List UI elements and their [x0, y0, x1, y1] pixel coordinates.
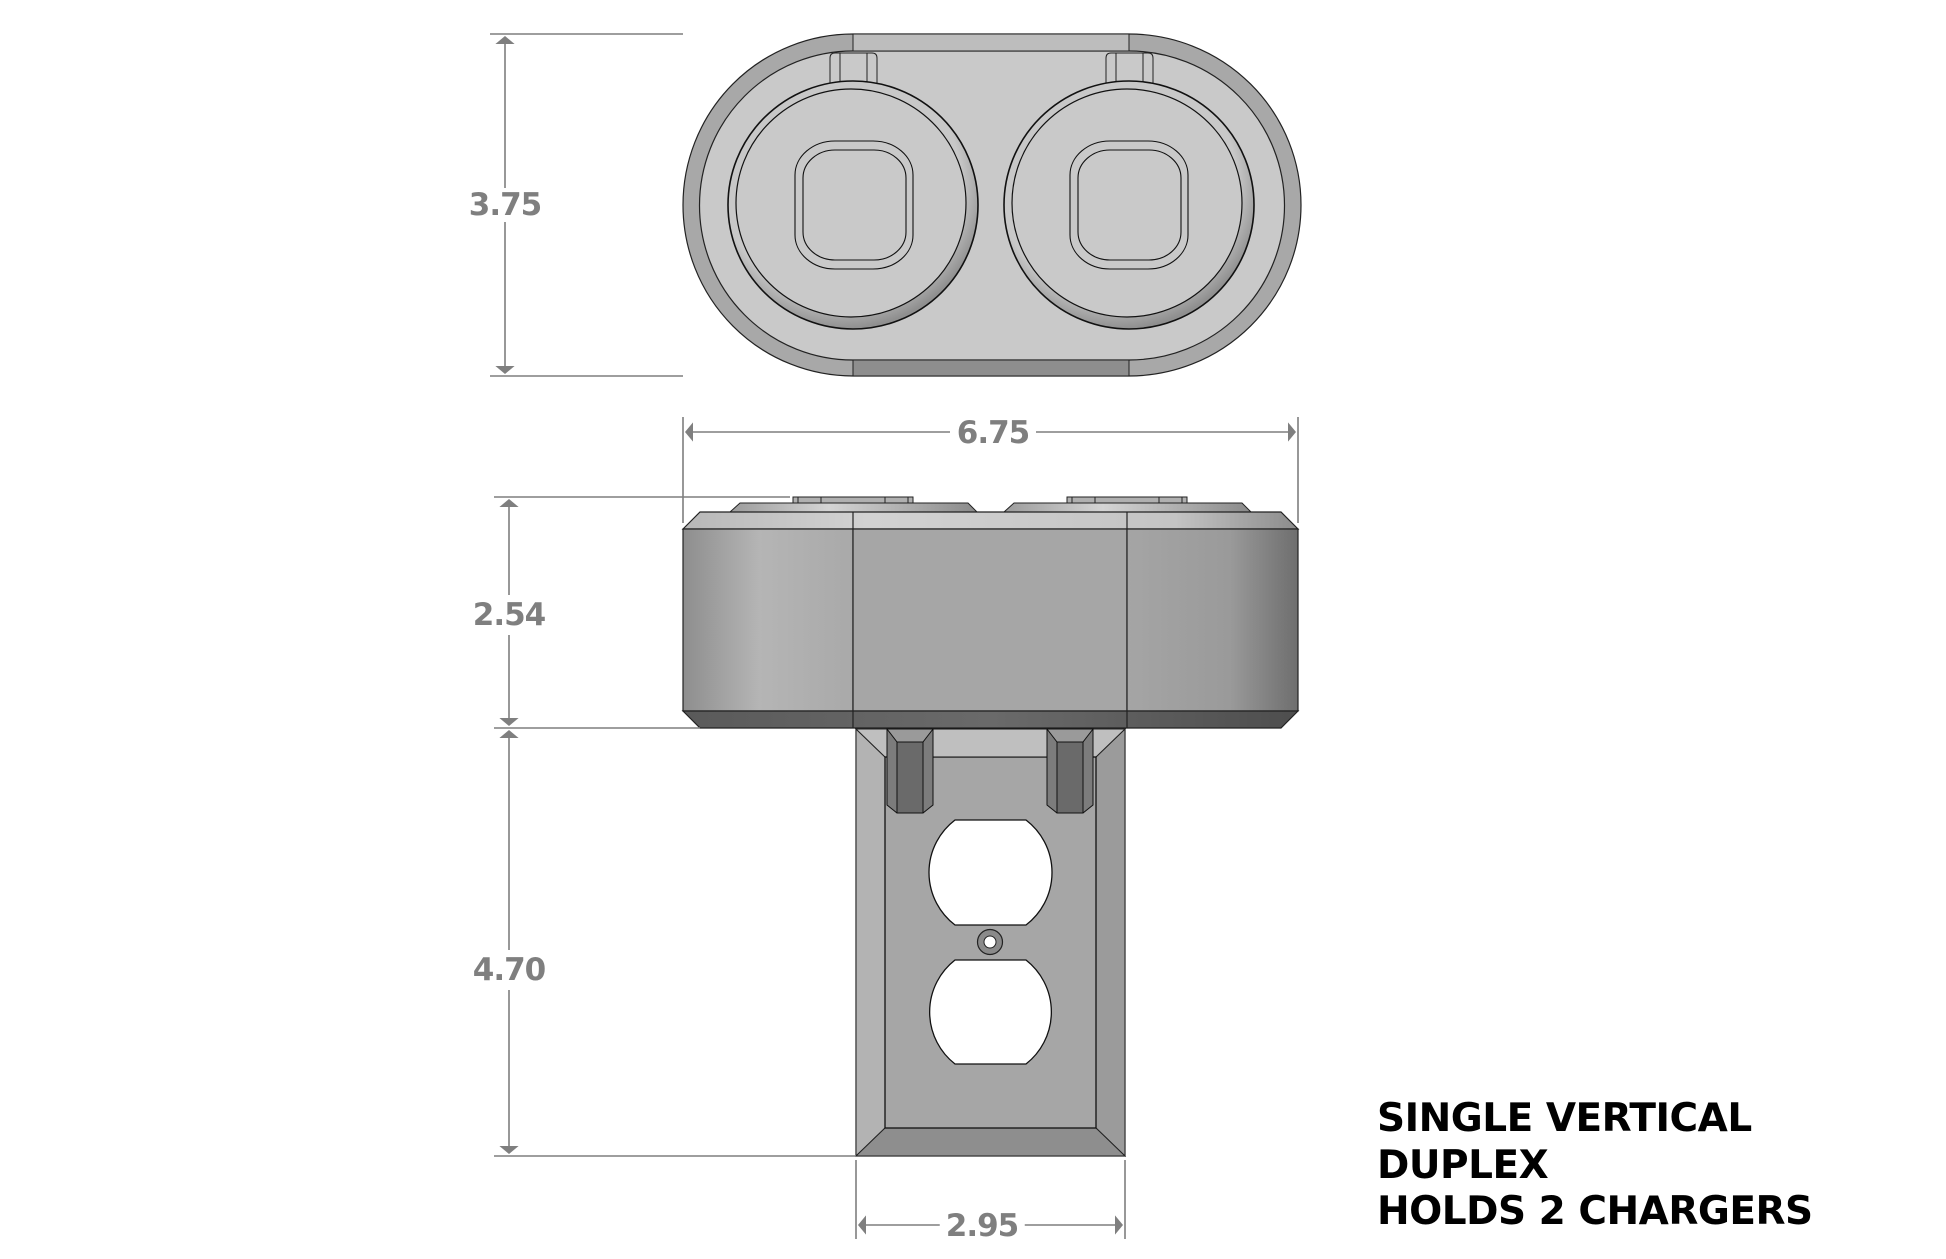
outlet-opening-bottom [928, 959, 1053, 1065]
charger-cup-left [727, 52, 979, 330]
note-line-3: HOLDS 2 CHARGERS [1377, 1189, 1813, 1234]
dimension-overall-width [682, 417, 1299, 523]
dimension-plate-height [494, 730, 856, 1157]
dimension-label-depth: 3.75 [462, 188, 548, 222]
outlet-opening-top [928, 819, 1053, 926]
clip-left [885, 728, 935, 814]
clip-right [1045, 728, 1095, 814]
note-line-2: DUPLEX [1377, 1142, 1549, 1188]
dimension-label-overall-width: 6.75 [950, 416, 1036, 450]
dimension-label-holder-height: 2.54 [466, 598, 552, 632]
note-line-1: SINGLE VERTICAL [1377, 1096, 1752, 1141]
dimension-label-plate-height: 4.70 [466, 953, 552, 987]
dimension-label-plate-width: 2.95 [939, 1209, 1025, 1243]
top-view [682, 33, 1302, 377]
holder-body-left [682, 528, 854, 712]
charger-cup-right [1003, 52, 1255, 330]
dimension-holder-height [494, 496, 790, 729]
dimension-plate-width [855, 1160, 1126, 1239]
drawing-note: SINGLE VERTICAL DUPLEX HOLDS 2 CHARGERS [1377, 1096, 1813, 1236]
holder-body-center [852, 528, 1128, 712]
dimension-depth [490, 33, 683, 377]
holder-bottom-chamfer [681, 710, 1300, 729]
holder-body-right [1126, 528, 1299, 712]
holder-top-chamfer [681, 511, 1300, 530]
outlet-wall-plate [854, 727, 1127, 1158]
front-view [681, 496, 1300, 1158]
